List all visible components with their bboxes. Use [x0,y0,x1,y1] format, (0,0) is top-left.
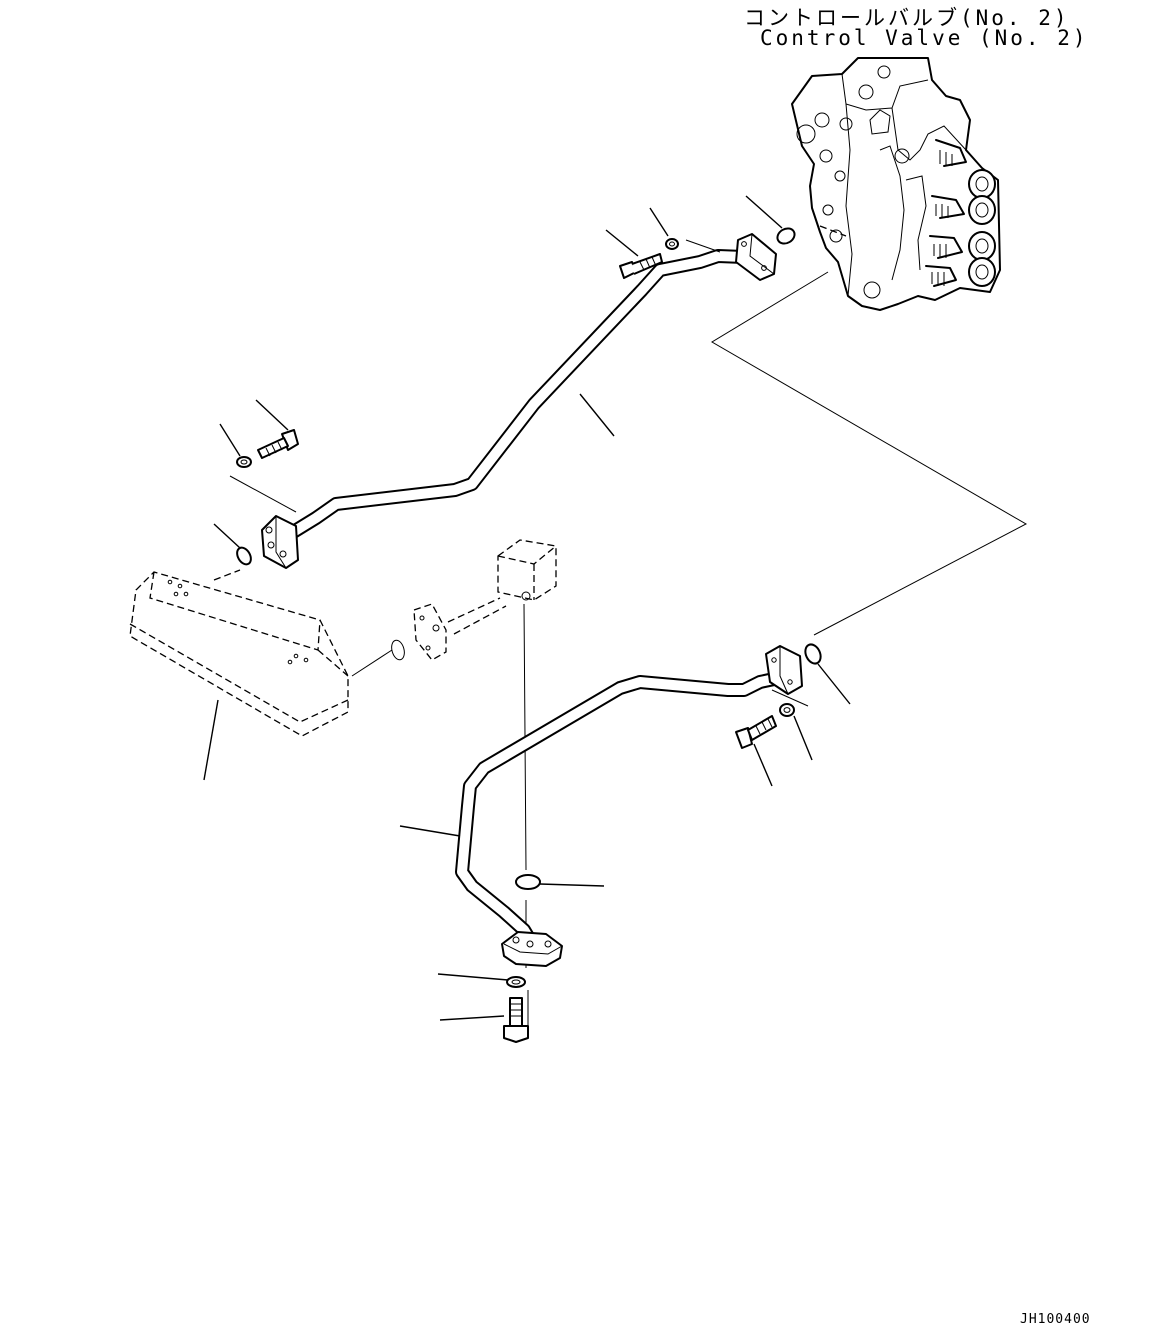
bolt-upper-right [619,253,663,279]
bolt-upper-left [257,429,299,459]
document-code: JH100400 [1020,1312,1091,1327]
lower-bolt-guide [771,689,809,707]
dashed-flange-center [413,603,447,661]
control-valve-title-english: Control Valve (No. 2) [760,26,1089,50]
block-to-ring-guide [213,569,241,581]
bolt-lower-bottom [503,997,529,1043]
leader-lines [203,195,851,1021]
o-ring-center [391,639,405,661]
washer-lower-right [779,703,795,717]
lower-tube-bottom-flange [501,931,563,967]
upper-tube-block-flange [261,515,299,569]
washer-lower-bottom [506,976,526,988]
upper-bolt-guide-2 [685,239,721,253]
upper-bolt-guide [229,475,297,513]
valve-spools [925,139,996,287]
washer-upper-left [236,456,252,468]
o-ring-valve-upper [776,227,796,245]
bolt-lower-right [735,715,777,749]
vertical-guide-line [523,603,529,1038]
elbow-fitting-dashed [447,539,557,635]
upper-tube-valve-flange [735,233,777,281]
lower-tube-valve-flange [765,645,803,695]
reference-line [711,271,1028,636]
lower-tube [455,669,790,944]
washer-upper-right [665,238,679,250]
o-ring-block-upper [236,546,252,566]
valve-port-guide [819,225,847,237]
o-ring-lower-valve [804,643,822,665]
center-guide-line [351,649,393,677]
pump-block [129,571,349,737]
upper-tube [286,249,771,540]
o-ring-lower-block [515,874,541,890]
control-valve [791,57,1001,311]
control-valve-title-japanese: コントロールバルブ(No. 2) [744,6,1070,30]
